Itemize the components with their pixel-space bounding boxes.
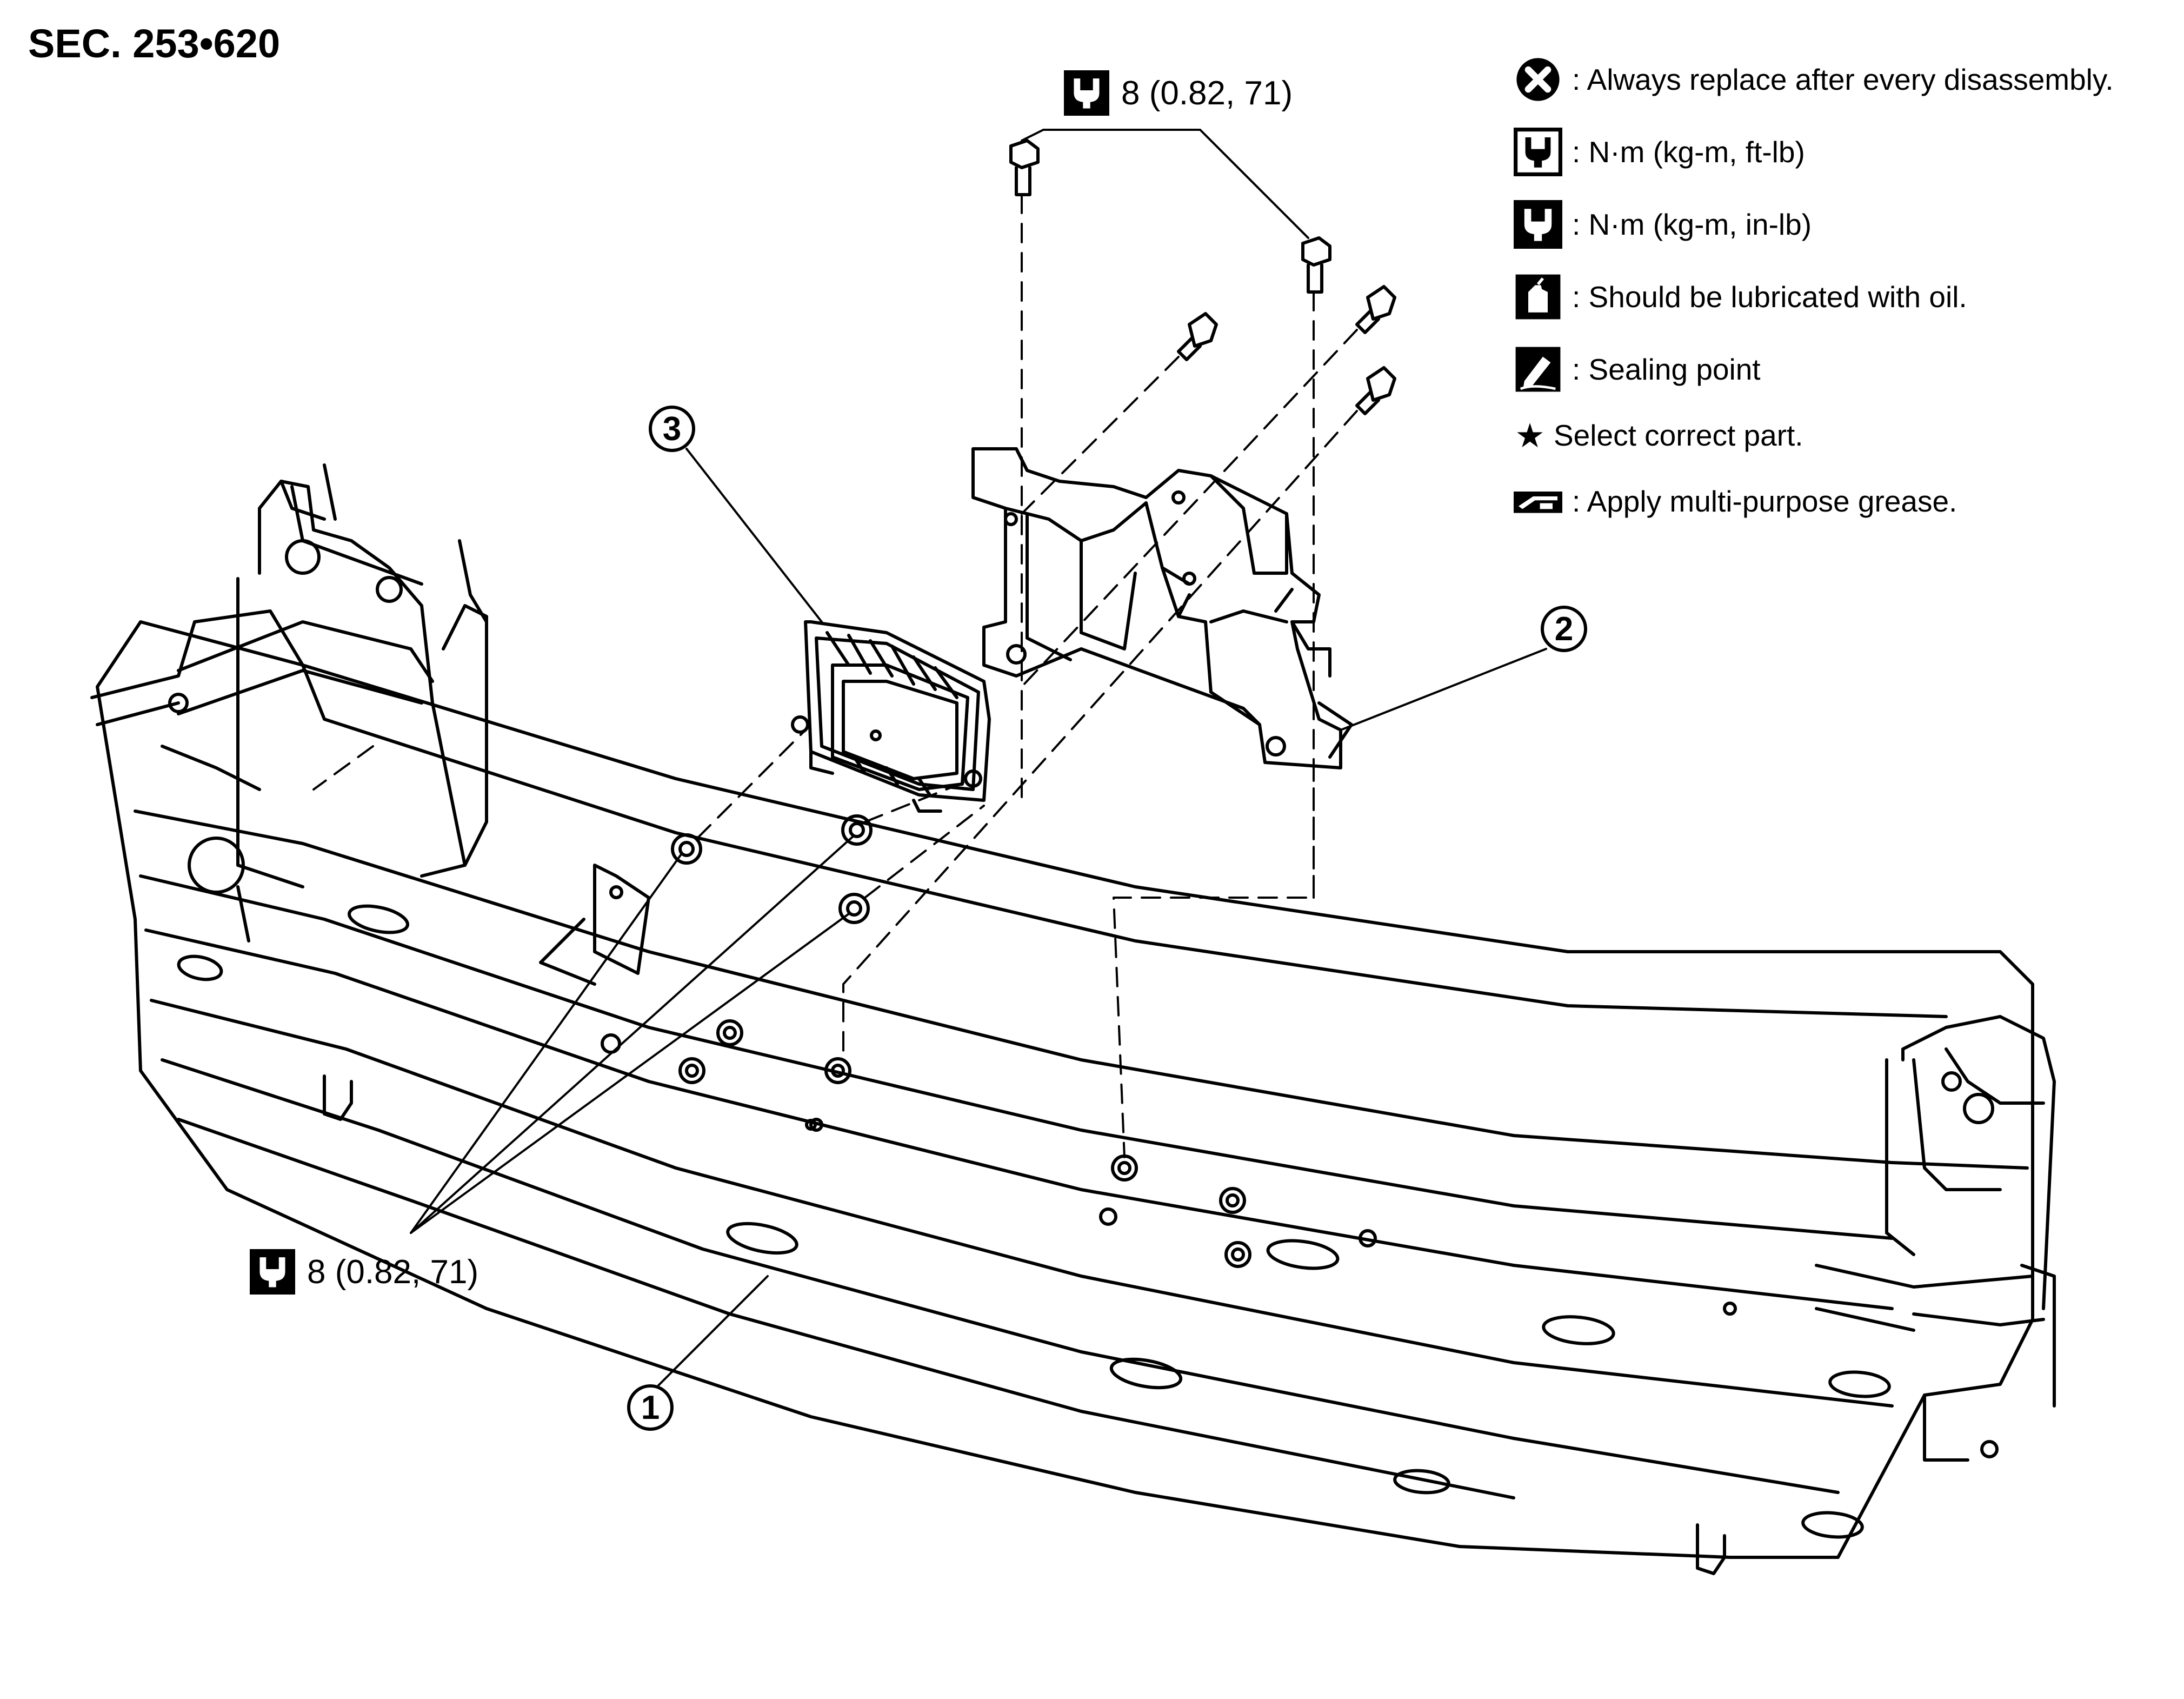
fasteners	[671, 139, 1396, 924]
legend-item-select-part-text: Select correct part.	[1554, 419, 1803, 452]
legend-item-select-part: ★ Select correct part.	[1514, 406, 2173, 465]
symbol-legend: : Always replace after every disassembly…	[1514, 43, 2173, 537]
section-title: SEC. 253•620	[28, 21, 281, 66]
sealant-icon	[1515, 347, 1561, 392]
torque-spec-top-text: 8 (0.82, 71)	[1121, 74, 1293, 112]
legend-item-grease: : Apply multi-purpose grease.	[1514, 465, 2173, 537]
torque-wrench-in-lb-icon	[1514, 200, 1562, 249]
star-icon: ★	[1515, 417, 1545, 455]
callout-1: 1	[627, 1384, 674, 1431]
assembly-lines	[312, 194, 1358, 1158]
bolt-upper-right	[1301, 236, 1331, 294]
bolt-upper-left	[1009, 139, 1040, 196]
legend-item-torque-ft-lb-text: : N·m (kg-m, ft-lb)	[1572, 135, 1805, 169]
nut-1	[671, 833, 702, 865]
callout-2: 2	[1541, 606, 1587, 652]
nut-2	[841, 814, 873, 846]
legend-item-torque-in-lb-text: : N·m (kg-m, in-lb)	[1572, 208, 1812, 241]
sensor-bracket	[971, 447, 1353, 769]
torque-spec-bottom-text: 8 (0.82, 71)	[307, 1253, 479, 1291]
legend-item-torque-ft-lb: : N·m (kg-m, ft-lb)	[1514, 116, 2173, 188]
torque-spec-top: 8 (0.82, 71)	[1064, 70, 1293, 116]
torque-wrench-ft-lb-icon	[1514, 128, 1562, 176]
legend-item-grease-text: : Apply multi-purpose grease.	[1572, 485, 1957, 518]
legend-item-replace: : Always replace after every disassembly…	[1514, 43, 2173, 116]
torque-spec-bottom: 8 (0.82, 71)	[250, 1249, 478, 1295]
torque-wrench-in-lb-icon	[250, 1249, 295, 1295]
bolt-diagonal-2	[1355, 285, 1396, 334]
legend-item-oil-text: : Should be lubricated with oil.	[1572, 280, 1967, 314]
callout-3: 3	[649, 406, 695, 452]
legend-item-sealing-text: : Sealing point	[1572, 353, 1761, 386]
legend-item-replace-text: : Always replace after every disassembly…	[1572, 63, 2114, 96]
nut-3	[838, 893, 870, 924]
bolt-diagonal-3	[1355, 366, 1396, 415]
replace-x-icon	[1516, 58, 1560, 101]
torque-wrench-in-lb-icon	[1064, 70, 1109, 116]
leader-lines	[410, 129, 1547, 1396]
grease-icon	[1514, 492, 1562, 513]
oil-can-icon	[1515, 274, 1561, 320]
radar-sensor	[791, 620, 991, 813]
bolt-diagonal-1	[1177, 312, 1218, 361]
bumper-reinforcement	[90, 463, 2056, 1575]
legend-item-torque-in-lb: : N·m (kg-m, in-lb)	[1514, 188, 2173, 261]
legend-item-sealing: : Sealing point	[1514, 333, 2173, 406]
legend-item-oil: : Should be lubricated with oil.	[1514, 261, 2173, 333]
